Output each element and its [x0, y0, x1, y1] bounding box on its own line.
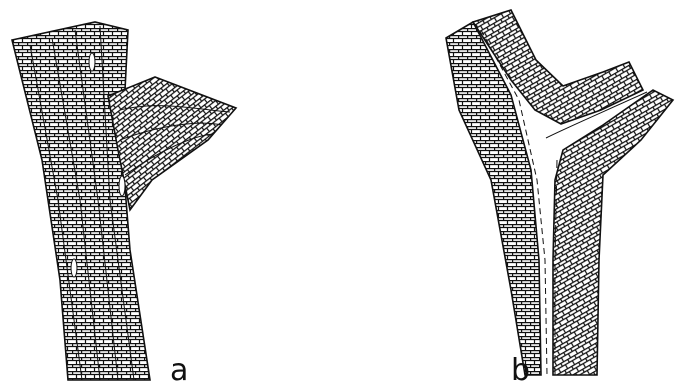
panel-b	[341, 0, 682, 389]
panel-a-branch	[108, 77, 236, 210]
panel-a-cavity	[119, 176, 125, 196]
panel-a	[0, 0, 341, 389]
panel-b-drawing	[341, 0, 682, 389]
panel-b-label: b	[511, 356, 530, 386]
panel-a-cavity	[71, 259, 77, 277]
panel-a-drawing	[0, 0, 341, 389]
panel-b-right-strand	[553, 90, 673, 375]
panel-a-cavity	[89, 53, 95, 71]
panel-a-label: a	[170, 356, 188, 386]
